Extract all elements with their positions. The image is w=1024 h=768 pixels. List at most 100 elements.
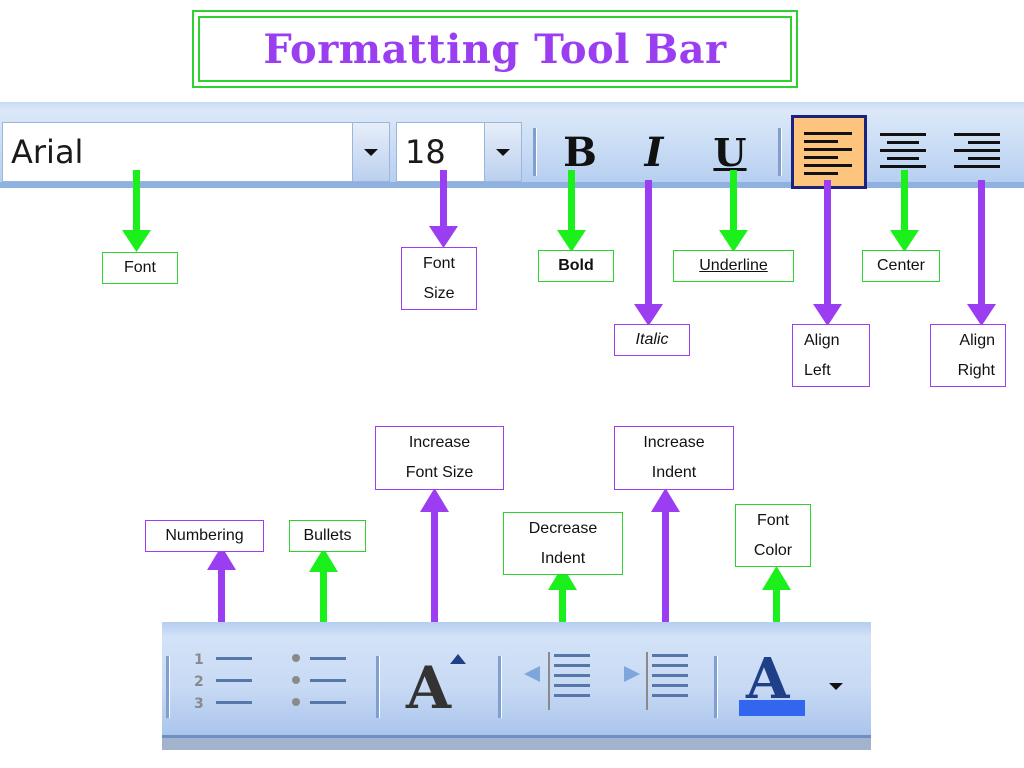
grow-font-icon: A <box>406 654 452 722</box>
toolbar-separator <box>376 656 380 718</box>
italic-icon: I <box>644 128 664 176</box>
bold-icon: B <box>563 128 597 176</box>
decrease-indent-icon <box>524 652 590 710</box>
label-increase-indent-line2: Indent <box>651 464 697 481</box>
toolbar-separator <box>778 128 782 176</box>
label-font: Font <box>102 252 178 284</box>
toolbar-separator <box>533 128 537 176</box>
italic-button[interactable]: I <box>622 122 686 182</box>
label-increase-font-size-line2: Font Size <box>405 464 474 481</box>
label-font-size-line2: Size <box>423 284 455 302</box>
triangle-up-icon <box>450 654 466 664</box>
numbering-button[interactable]: 1 2 3 <box>186 648 258 720</box>
page-title: Formatting Tool Bar <box>263 25 727 73</box>
label-align-left-line2: Left <box>804 361 831 379</box>
align-right-button[interactable] <box>944 115 1012 185</box>
align-right-icon <box>954 133 1000 168</box>
toolbar-separator <box>714 656 718 718</box>
formatting-toolbar-bottom: 1 2 3 A <box>162 622 871 750</box>
label-increase-indent-line1: Increase <box>643 434 705 451</box>
align-left-icon <box>804 132 852 175</box>
label-center-text: Center <box>876 257 926 274</box>
arrow-increase-font-size <box>420 488 449 640</box>
arrow-bold <box>557 170 586 252</box>
align-center-icon <box>880 133 926 168</box>
label-italic-text: Italic <box>635 331 669 348</box>
chevron-down-icon <box>496 148 510 156</box>
font-size-combo-value: 18 <box>405 133 446 171</box>
label-font-color: Font Color <box>735 504 811 567</box>
chevron-down-icon <box>364 148 378 156</box>
label-increase-font-size-line1: Increase <box>408 434 471 451</box>
toolbar-separator <box>498 656 502 718</box>
label-font-color-line1: Font <box>756 511 789 529</box>
toolbar-separator <box>166 656 170 718</box>
label-bullets-text: Bullets <box>303 527 352 544</box>
label-numbering-text: Numbering <box>165 527 244 544</box>
title-box: Formatting Tool Bar <box>192 10 798 88</box>
label-decrease-indent-line2: Indent <box>540 549 586 567</box>
font-combo-value: Arial <box>11 133 84 171</box>
label-italic: Italic <box>614 324 690 356</box>
arrow-font-size <box>429 170 458 248</box>
arrow-center <box>890 170 919 252</box>
label-align-right: Align Right <box>930 324 1006 387</box>
label-underline-text: Underline <box>699 257 768 274</box>
arrow-align-right <box>967 180 996 326</box>
center-button[interactable] <box>870 115 938 185</box>
label-decrease-indent-line1: Decrease <box>528 519 598 537</box>
label-underline: Underline <box>673 250 794 282</box>
label-font-text: Font <box>123 259 156 276</box>
arrow-numbering <box>207 546 236 648</box>
svg-text:3: 3 <box>194 696 204 712</box>
arrow-font <box>122 170 151 252</box>
increase-indent-icon <box>624 652 688 710</box>
bullets-button[interactable] <box>282 648 354 720</box>
underline-icon: U <box>713 129 747 175</box>
label-bold: Bold <box>538 250 614 282</box>
chevron-down-icon <box>829 682 843 690</box>
font-combo[interactable]: Arial <box>2 122 390 182</box>
label-bold-text: Bold <box>558 257 594 274</box>
label-bullets: Bullets <box>289 520 366 552</box>
toolbar-bottom-strip <box>0 182 1024 188</box>
bulleted-list-icon <box>292 654 346 706</box>
label-align-right-line2: Right <box>957 361 995 379</box>
font-dropdown-button[interactable] <box>352 123 389 181</box>
label-font-size-line1: Font <box>422 254 455 272</box>
font-color-dropdown-button[interactable] <box>822 672 850 700</box>
font-color-swatch <box>739 700 805 716</box>
font-size-combo[interactable]: 18 <box>396 122 522 182</box>
label-increase-indent: Increase Indent <box>614 426 734 490</box>
label-numbering: Numbering <box>145 520 264 552</box>
arrow-increase-indent <box>651 488 680 640</box>
arrow-underline <box>719 170 748 252</box>
arrow-bullets <box>309 548 338 648</box>
underline-button[interactable]: U <box>698 122 762 182</box>
svg-text:2: 2 <box>194 674 204 690</box>
arrow-decrease-indent <box>548 566 577 640</box>
increase-indent-button[interactable] <box>618 648 694 720</box>
label-decrease-indent: Decrease Indent <box>503 512 623 575</box>
arrow-align-left <box>813 180 842 326</box>
font-size-dropdown-button[interactable] <box>484 123 521 181</box>
arrow-italic <box>634 180 663 326</box>
label-font-size: Font Size <box>401 247 477 310</box>
toolbar-bottom-strip <box>162 735 871 750</box>
decrease-indent-button[interactable] <box>520 648 596 720</box>
label-font-color-line2: Color <box>753 541 793 559</box>
label-align-left: Align Left <box>792 324 870 387</box>
label-center: Center <box>862 250 940 282</box>
arrow-font-color <box>762 566 791 640</box>
font-color-button[interactable]: A <box>734 646 810 720</box>
label-align-left-line1: Align <box>804 331 840 349</box>
title-inner-border: Formatting Tool Bar <box>198 16 792 82</box>
label-align-right-line1: Align <box>959 331 995 349</box>
svg-text:1: 1 <box>194 652 204 668</box>
numbered-list-icon: 1 2 3 <box>194 652 252 712</box>
bold-button[interactable]: B <box>548 122 612 182</box>
label-increase-font-size: Increase Font Size <box>375 426 504 490</box>
align-left-button[interactable] <box>791 115 867 189</box>
increase-font-size-button[interactable]: A <box>398 648 478 728</box>
